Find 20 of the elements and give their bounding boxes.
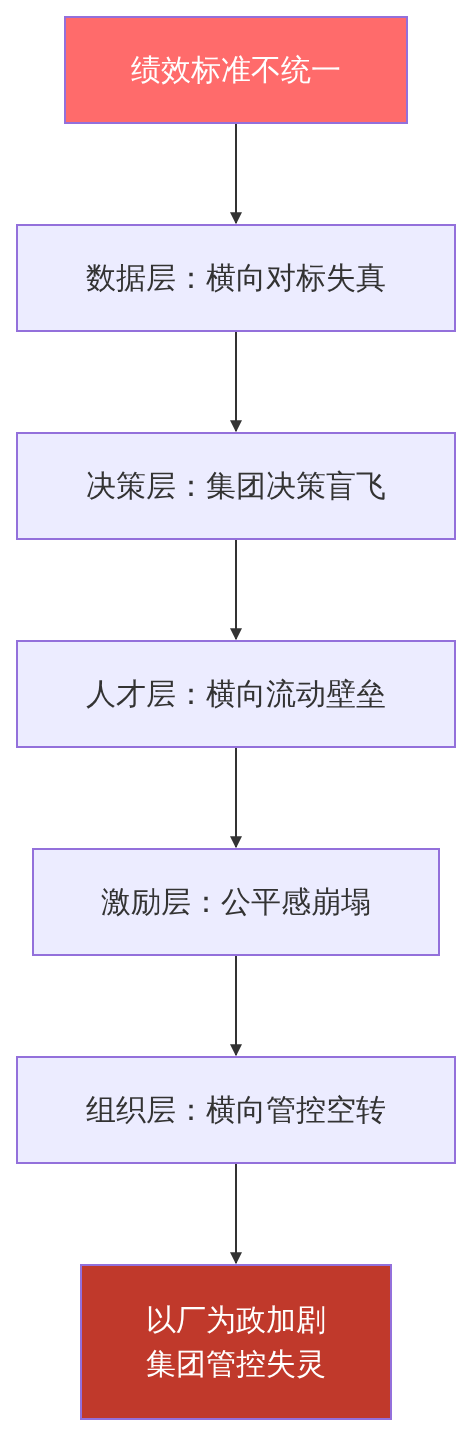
process-box <box>16 640 456 748</box>
arrow <box>230 331 242 433</box>
process-box <box>16 1056 456 1164</box>
arrow <box>230 955 242 1057</box>
process-box <box>80 1264 392 1420</box>
arrow <box>230 1163 242 1265</box>
node-label: 数据层：横向对标失真 <box>86 259 386 297</box>
process-box <box>16 432 456 540</box>
process-box <box>16 224 456 332</box>
arrow <box>230 539 242 641</box>
arrow <box>230 123 242 225</box>
process-box <box>64 16 408 124</box>
node-label: 组织层：横向管控空转 <box>86 1091 386 1129</box>
node-label: 决策层：集团决策盲飞 <box>86 467 386 505</box>
node-label: 绩效标准不统一 <box>131 51 341 89</box>
node-label: 激励层：公平感崩塌 <box>101 883 371 921</box>
arrow <box>230 747 242 849</box>
process-box <box>32 848 440 956</box>
node-label: 以厂为政加剧集团管控失灵 <box>145 1301 327 1383</box>
node-label: 人才层：横向流动壁垒 <box>86 675 386 713</box>
